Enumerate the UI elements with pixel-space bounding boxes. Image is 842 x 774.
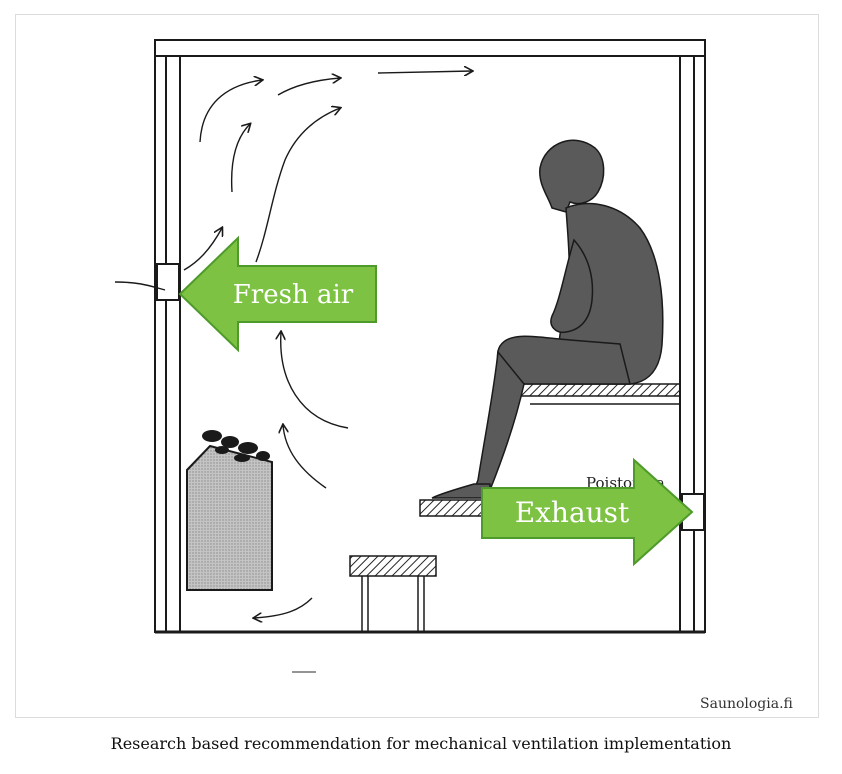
lower-step [419, 499, 491, 517]
watermark: Saunologia.fi [700, 696, 793, 712]
upper-bench [519, 383, 681, 405]
person-foot [431, 483, 491, 499]
sauna-heater [186, 430, 273, 591]
seated-person [431, 139, 664, 499]
exhaust-arrow: Exhaust [481, 457, 694, 567]
airflow-arrow [283, 425, 327, 489]
left-wall [154, 55, 181, 633]
inlet-vent [156, 263, 180, 301]
incoming-air-line [114, 281, 166, 291]
ceiling [154, 39, 706, 57]
airflow-arrow [255, 108, 340, 263]
right-wall [679, 55, 706, 633]
figure-frame [15, 14, 819, 718]
stool [349, 555, 437, 632]
room-walls [154, 39, 706, 634]
person-head [539, 139, 605, 213]
airflow-arrow [281, 332, 349, 429]
heater-stones [202, 430, 270, 462]
airflow-arrow [277, 78, 340, 96]
airflow-arrow [254, 597, 313, 618]
airflow-arrow [199, 80, 262, 143]
airflow-arrow [377, 71, 472, 73]
airflow-arrow [230, 124, 250, 193]
fresh-air-arrow: Fresh air [178, 235, 377, 353]
airflow-arrow [183, 228, 222, 271]
exhaust-label: Exhaust [515, 496, 630, 529]
person-arm [550, 238, 594, 334]
fresh-air-label: Fresh air [233, 280, 354, 310]
airflow-arrows [114, 71, 472, 618]
figure-caption: Research based recommendation for mechan… [110, 734, 732, 753]
